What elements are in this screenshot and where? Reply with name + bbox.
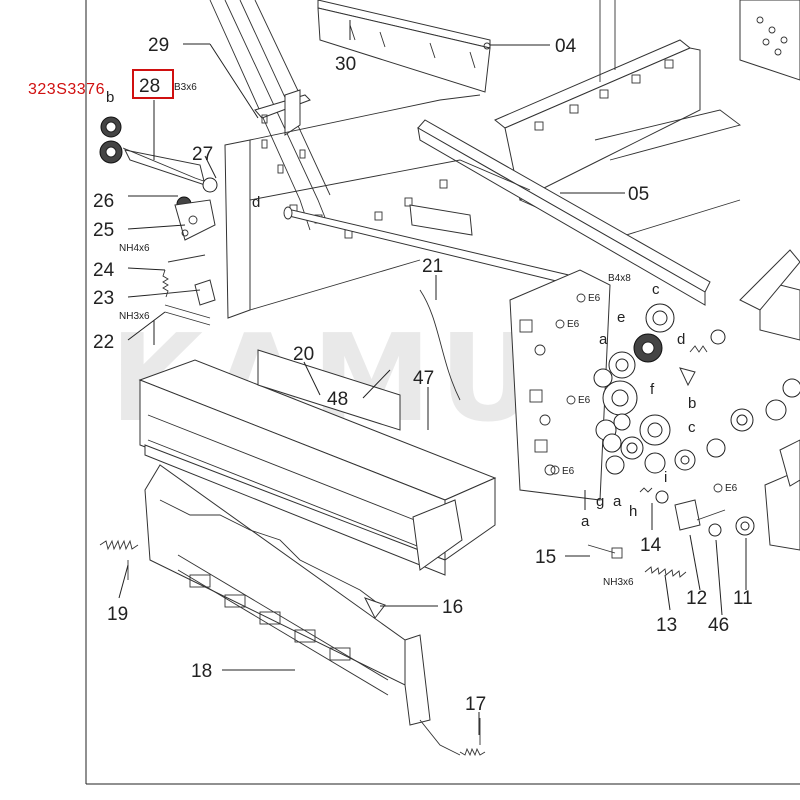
callout-18: 18 <box>191 661 212 682</box>
highlight-box <box>132 69 174 99</box>
part-12-bracket <box>674 499 726 531</box>
screw-nh3x6-left: NH3x6 <box>119 311 150 322</box>
letter-c-mid: c <box>688 419 696 436</box>
letter-b-right: b <box>688 395 696 412</box>
part-23-bracket <box>149 279 216 306</box>
letter-i: i <box>664 469 667 486</box>
eclip-e6-b: E6 <box>567 319 580 330</box>
part-number: 323S3376 <box>28 81 105 98</box>
callout-30: 30 <box>335 54 356 75</box>
callout-48: 48 <box>327 389 348 410</box>
callout-16: 16 <box>442 597 463 618</box>
part-11-bearing <box>735 516 755 536</box>
gear-side-plate <box>509 269 611 501</box>
callout-04: 04 <box>555 36 577 57</box>
part-15-screw <box>587 544 623 559</box>
part-17-spring <box>459 718 486 757</box>
callout-23: 23 <box>93 288 114 309</box>
callout-47: 47 <box>413 368 434 389</box>
letter-a-3: a <box>581 513 590 530</box>
gear-cluster <box>593 303 696 475</box>
callout-24: 24 <box>93 260 115 281</box>
upper-frame-rails <box>209 0 331 231</box>
mid-left-frame <box>224 94 531 319</box>
letter-g: g <box>596 493 604 510</box>
callout-26: 26 <box>93 191 114 212</box>
letter-e: e <box>617 309 625 326</box>
callout-46: 46 <box>708 615 729 636</box>
letter-f: f <box>650 381 655 398</box>
callout-13: 13 <box>656 615 677 636</box>
callout-21: 21 <box>422 256 443 277</box>
part-25-lever <box>174 199 216 241</box>
callout-15: 15 <box>535 547 556 568</box>
part-30-top-bracket <box>317 0 491 93</box>
callout-27: 27 <box>192 144 213 165</box>
eclip-e6-d: E6 <box>562 466 575 477</box>
part-22-shaft-screw <box>164 304 211 326</box>
part-05-long-rail <box>417 119 711 306</box>
screw-nh4x6: NH4x6 <box>119 243 150 254</box>
letter-b-left: b <box>106 89 114 106</box>
right-side-parts <box>679 249 800 551</box>
callout-19: 19 <box>107 604 128 625</box>
letter-a-1: a <box>599 331 608 348</box>
part-24-spring <box>162 254 206 298</box>
letter-a-2: a <box>613 493 622 510</box>
screw-b4x8: B4x8 <box>608 273 631 284</box>
part-18-lower-guide <box>144 464 461 756</box>
letter-d-right: d <box>677 331 685 348</box>
eclip-e6-a: E6 <box>588 293 601 304</box>
eclip-e6-e: E6 <box>725 483 738 494</box>
callout-12: 12 <box>686 588 707 609</box>
part-19-spring <box>99 539 139 580</box>
screw-b3x6: B3x6 <box>174 82 197 93</box>
callout-22: 22 <box>93 332 114 353</box>
letter-h: h <box>629 503 637 520</box>
callout-05: 05 <box>628 184 649 205</box>
callout-29: 29 <box>148 35 169 56</box>
callout-17: 17 <box>465 694 486 715</box>
callout-14: 14 <box>640 535 662 556</box>
part-13-spring <box>644 566 687 578</box>
lower-box-frame <box>138 349 497 576</box>
leader-lines <box>118 20 747 735</box>
callout-20: 20 <box>293 344 314 365</box>
screw-nh3x6-bottom: NH3x6 <box>603 577 634 588</box>
part-14-washer <box>639 487 669 504</box>
eclip-e6-c: E6 <box>578 395 591 406</box>
callout-11: 11 <box>733 588 753 609</box>
eclip-markers <box>550 293 723 493</box>
part-46-collar <box>708 523 722 537</box>
main-frame-top <box>494 0 800 241</box>
letter-c-top: c <box>652 281 660 298</box>
callout-25: 25 <box>93 220 114 241</box>
callout-28: 28 <box>139 76 160 97</box>
letter-d-left: d <box>252 194 260 211</box>
